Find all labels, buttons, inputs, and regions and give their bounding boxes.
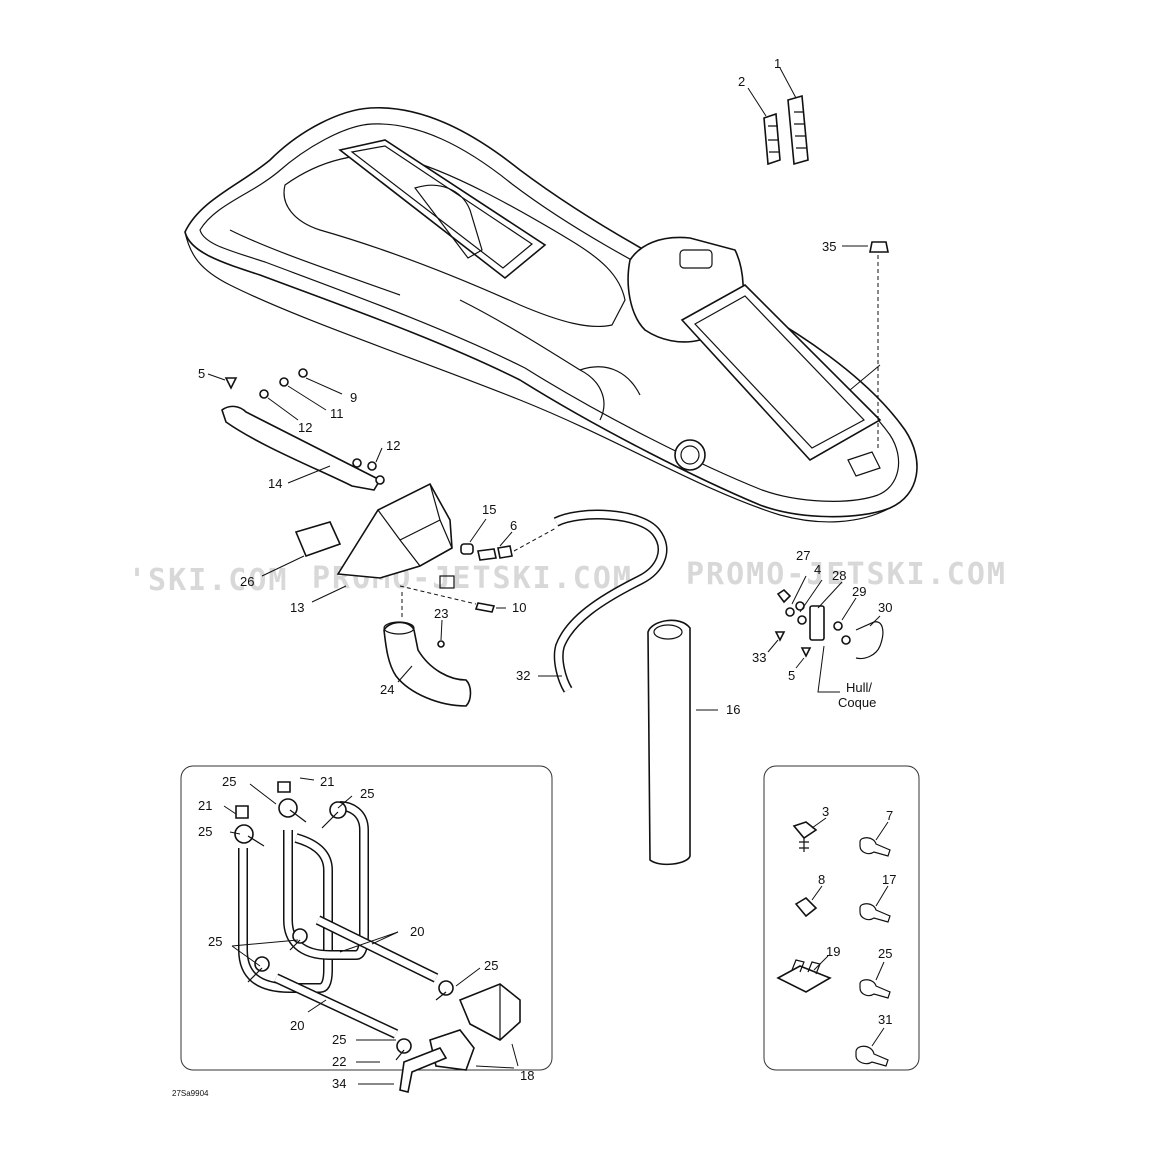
- callout-10: 10: [512, 600, 526, 615]
- callout-9: 9: [350, 390, 357, 405]
- callout-1: 1: [774, 56, 781, 71]
- hw-callout-3: 3: [822, 804, 829, 819]
- kit-callout-20-a: 20: [410, 924, 424, 939]
- callout-16: 16: [726, 702, 740, 717]
- callout-23: 23: [434, 606, 448, 621]
- callout-11: 11: [330, 406, 344, 421]
- hw-callout-25: 25: [878, 946, 892, 961]
- rail-group: 5 9 11 12 12 14: [198, 366, 400, 491]
- callout-33: 33: [752, 650, 766, 665]
- kit-callout-25-f: 25: [332, 1032, 346, 1047]
- callout-30: 30: [878, 600, 892, 615]
- hose-32: 32: [516, 509, 668, 693]
- callout-28: 28: [832, 568, 846, 583]
- kit-callout-20-b: 20: [290, 1018, 304, 1033]
- watermark: 'SKI.COM PROMO-JETSKI.COM PROMO-JETSKI.C…: [128, 557, 1007, 598]
- hw-callout-8: 8: [818, 872, 825, 887]
- kit-callout-25-c: 25: [198, 824, 212, 839]
- hull-note-line1: Hull/: [846, 680, 872, 695]
- callout-26: 26: [240, 574, 254, 589]
- callout-27: 27: [796, 548, 810, 563]
- callout-5-mount: 5: [788, 668, 795, 683]
- callout-24: 24: [380, 682, 394, 697]
- kit-callout-34: 34: [332, 1076, 346, 1091]
- callout-32: 32: [516, 668, 530, 683]
- hw-callout-19: 19: [826, 944, 840, 959]
- intake-group: 26 13 15 6 10 23 24: [240, 482, 557, 707]
- callout-5-rail: 5: [198, 366, 205, 381]
- watermark-left: 'SKI.COM: [128, 563, 289, 598]
- hardware-box: 3 7 8 17 19 25 31: [763, 765, 920, 1071]
- callout-6: 6: [510, 518, 517, 533]
- hw-callout-7: 7: [886, 808, 893, 823]
- kit-callout-25-d: 25: [208, 934, 222, 949]
- kit-callout-21-b: 21: [198, 798, 212, 813]
- hw-callout-31: 31: [878, 1012, 892, 1027]
- hull-note-line2: Coque: [838, 695, 876, 710]
- callout-15: 15: [482, 502, 496, 517]
- kit-box: 25 21 21 25 25 20 25 25 20 25 22 34 18: [180, 765, 553, 1093]
- callout-4: 4: [814, 562, 821, 577]
- kit-callout-21-a: 21: [320, 774, 334, 789]
- kit-callout-25-e: 25: [484, 958, 498, 973]
- callout-29: 29: [852, 584, 866, 599]
- callout-12-lower: 12: [386, 438, 400, 453]
- kit-callout-22: 22: [332, 1054, 346, 1069]
- callout-35: 35: [822, 239, 836, 254]
- callout-2: 2: [738, 74, 745, 89]
- part-plug-35: 35: [822, 239, 889, 450]
- kit-callout-18: 18: [520, 1068, 534, 1083]
- watermark-right: PROMO-JETSKI.COM: [686, 557, 1007, 592]
- mount-hardware: 27 4 28 29 30 33 5 Hull/ Coque: [752, 548, 892, 710]
- callout-14: 14: [268, 476, 282, 491]
- hw-callout-17: 17: [882, 872, 896, 887]
- callout-12-upper: 12: [298, 420, 312, 435]
- part-clip-block: 1 2: [738, 56, 809, 166]
- callout-13: 13: [290, 600, 304, 615]
- kit-callout-25-b: 25: [360, 786, 374, 801]
- hull-body: [184, 106, 918, 523]
- reference-code: 27Sa9904: [172, 1089, 209, 1098]
- kit-callout-25-a: 25: [222, 774, 236, 789]
- pole-16: 16: [647, 619, 740, 866]
